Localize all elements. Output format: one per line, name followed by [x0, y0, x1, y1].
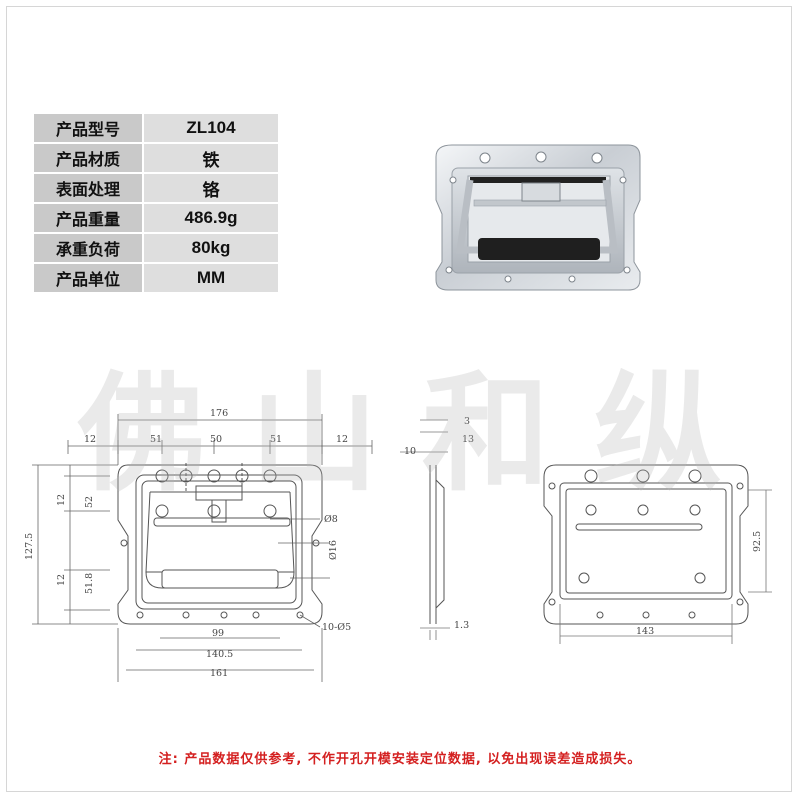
spec-label: 产品型号: [34, 114, 142, 142]
spec-label: 产品材质: [34, 144, 142, 172]
spec-value: 80kg: [144, 234, 278, 262]
dim-13: 13: [462, 434, 474, 445]
dim-50: 50: [210, 434, 222, 445]
dim-hole-8: Ø8: [324, 514, 338, 525]
dim-127-5: 127.5: [24, 533, 35, 560]
dim-1-3: 1.3: [454, 620, 469, 631]
page-frame: [6, 6, 792, 792]
spec-value: 铁: [144, 144, 278, 172]
side-view-drawing: [400, 419, 450, 640]
dim-92-5: 92.5: [752, 531, 763, 552]
dim-10: 10: [404, 446, 416, 457]
dim-3: 3: [464, 416, 470, 427]
back-view-drawing: [543, 464, 772, 644]
dim-handle-16: Ø16: [328, 540, 339, 560]
dim-51-8: 51.8: [84, 573, 95, 594]
spec-label: 表面处理: [34, 174, 142, 202]
disclaimer-note: 注: 产品数据仅供参考, 不作开孔开模安装定位数据, 以免出现误差造成损失。: [158, 752, 642, 767]
spec-value: MM: [144, 264, 278, 292]
dim-51-left: 51: [150, 434, 162, 445]
spec-label: 承重负荷: [34, 234, 142, 262]
spec-row: 表面处理铬: [34, 174, 278, 202]
dim-12-left-top: 12: [56, 494, 67, 506]
dim-143: 143: [636, 626, 654, 637]
spec-value: 486.9g: [144, 204, 278, 232]
front-view-drawing: [117, 463, 323, 625]
dim-12-left: 12: [84, 434, 96, 445]
spec-value: 铬: [144, 174, 278, 202]
dim-140-5: 140.5: [206, 649, 233, 660]
spec-value: ZL104: [144, 114, 278, 142]
dim-52: 52: [84, 496, 95, 508]
dim-161: 161: [210, 668, 228, 679]
dim-51-right: 51: [270, 434, 282, 445]
spec-row: 产品材质铁: [34, 144, 278, 172]
dim-12-right: 12: [336, 434, 348, 445]
spec-label: 产品重量: [34, 204, 142, 232]
product-photo: [435, 144, 641, 291]
front-view-dimensions: [32, 414, 373, 682]
spec-label: 产品单位: [34, 264, 142, 292]
dim-holes-10-5: 10-Ø5: [322, 622, 351, 633]
dim-176: 176: [210, 408, 228, 419]
dim-99: 99: [212, 628, 224, 639]
dim-12-left-bottom: 12: [56, 574, 67, 586]
